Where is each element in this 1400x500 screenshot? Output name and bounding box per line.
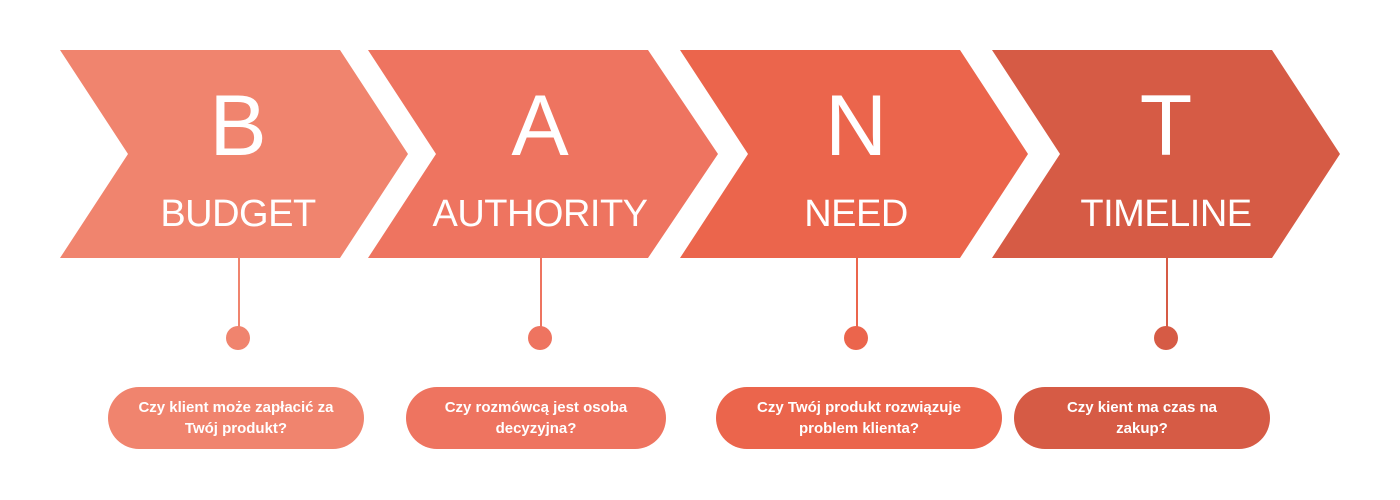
connector-line	[856, 258, 858, 336]
step-need: N NEED Czy Twój produkt rozwiązuje probl…	[716, 0, 1002, 500]
connector-dot	[226, 326, 250, 350]
question-pill: Czy klient może zapłacić za Twój produkt…	[108, 387, 364, 449]
question-text: Czy rozmówcą jest osoba decyzyjna?	[444, 399, 628, 437]
step-timeline: T TIMELINE Czy kient ma czas na zakup?	[1014, 0, 1270, 500]
step-budget: B BUDGET Czy klient może zapłacić za Twó…	[108, 0, 364, 500]
step-label: NEED	[804, 193, 908, 235]
question-pill: Czy rozmówcą jest osoba decyzyjna?	[406, 387, 666, 449]
step-label: TIMELINE	[1080, 193, 1252, 235]
question-pill: Czy Twój produkt rozwiązuje problem klie…	[716, 387, 1002, 449]
question-text: Czy Twój produkt rozwiązuje problem klie…	[757, 399, 961, 437]
chevron-need	[680, 50, 1028, 258]
step-letter: T	[1139, 78, 1193, 174]
connector-dot	[1154, 326, 1178, 350]
connector-line	[238, 258, 240, 336]
chevron-budget	[60, 50, 408, 258]
step-letter: A	[511, 78, 569, 174]
question-text: Czy kient ma czas na zakup?	[1066, 399, 1218, 437]
question-pill: Czy kient ma czas na zakup?	[1014, 387, 1270, 449]
question-text: Czy klient może zapłacić za Twój produkt…	[138, 399, 334, 437]
connector-dot	[844, 326, 868, 350]
connector-dot	[528, 326, 552, 350]
connector-line	[1166, 258, 1168, 336]
chevron-timeline	[992, 50, 1340, 258]
step-letter: N	[824, 78, 888, 174]
step-authority: A AUTHORITY Czy rozmówcą jest osoba decy…	[406, 0, 666, 500]
connector-line	[540, 258, 542, 336]
step-label: BUDGET	[160, 193, 316, 235]
chevron-authority	[368, 50, 718, 258]
step-letter: B	[209, 78, 267, 174]
step-label: AUTHORITY	[432, 193, 648, 235]
